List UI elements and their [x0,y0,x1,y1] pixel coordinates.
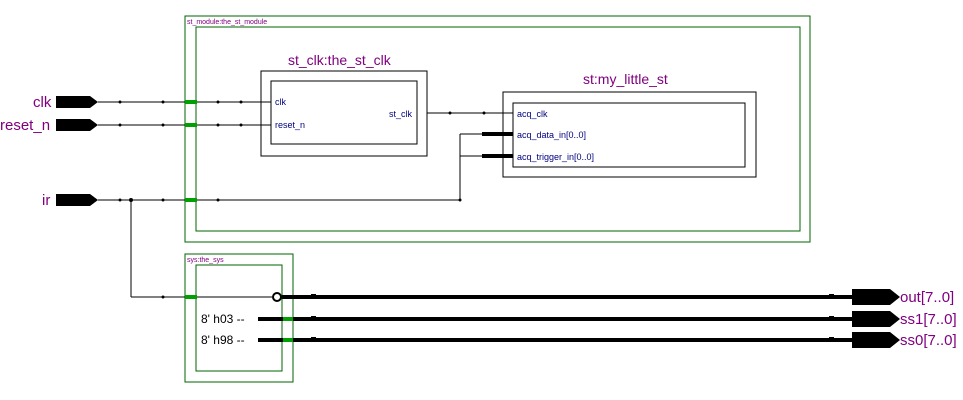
output-label-out: out[7..0] [900,289,954,306]
st-block[interactable]: st:my_little_st acq_clk acq_data_in[0..0… [502,71,757,178]
input-port-clk[interactable]: clk [33,94,98,111]
st-port-acq-data-in: acq_data_in[0..0] [517,130,586,140]
st-title: st:my_little_st [583,71,668,87]
input-label-reset-n: reset_n [0,117,50,134]
st-clk-title: st_clk:the_st_clk [288,52,392,68]
output-label-ss1: ss1[7..0] [900,311,957,328]
wires [98,101,852,342]
sys-const-2: 8' h98 -- [201,333,245,347]
st-port-acq-trigger-in: acq_trigger_in[0..0] [517,152,594,162]
sys-title: sys:the_sys [187,257,224,264]
pin-markers [185,100,293,342]
junction-dots [118,100,834,342]
st-module-block[interactable]: st_module:the_st_module [184,15,811,243]
st-module-title: st_module:the_st_module [187,19,267,26]
st-clk-block[interactable]: st_clk:the_st_clk clk reset_n st_clk [260,52,428,157]
st-clk-port-clk: clk [275,97,286,107]
st-port-acq-clk: acq_clk [517,109,548,119]
st-clk-port-st-clk: st_clk [389,109,413,119]
input-port-reset-n[interactable]: reset_n [0,117,98,134]
input-label-clk: clk [33,94,52,111]
output-port-ss0[interactable]: ss0[7..0] [852,332,957,349]
sys-const-1: 8' h03 -- [201,312,245,326]
inverter-bubble [272,292,282,302]
input-port-ir[interactable]: ir [42,192,98,209]
input-label-ir: ir [42,192,50,209]
output-label-ss0: ss0[7..0] [900,332,957,349]
st-clk-port-reset-n: reset_n [275,120,305,130]
output-port-out[interactable]: out[7..0] [852,289,954,306]
output-port-ss1[interactable]: ss1[7..0] [852,311,957,328]
